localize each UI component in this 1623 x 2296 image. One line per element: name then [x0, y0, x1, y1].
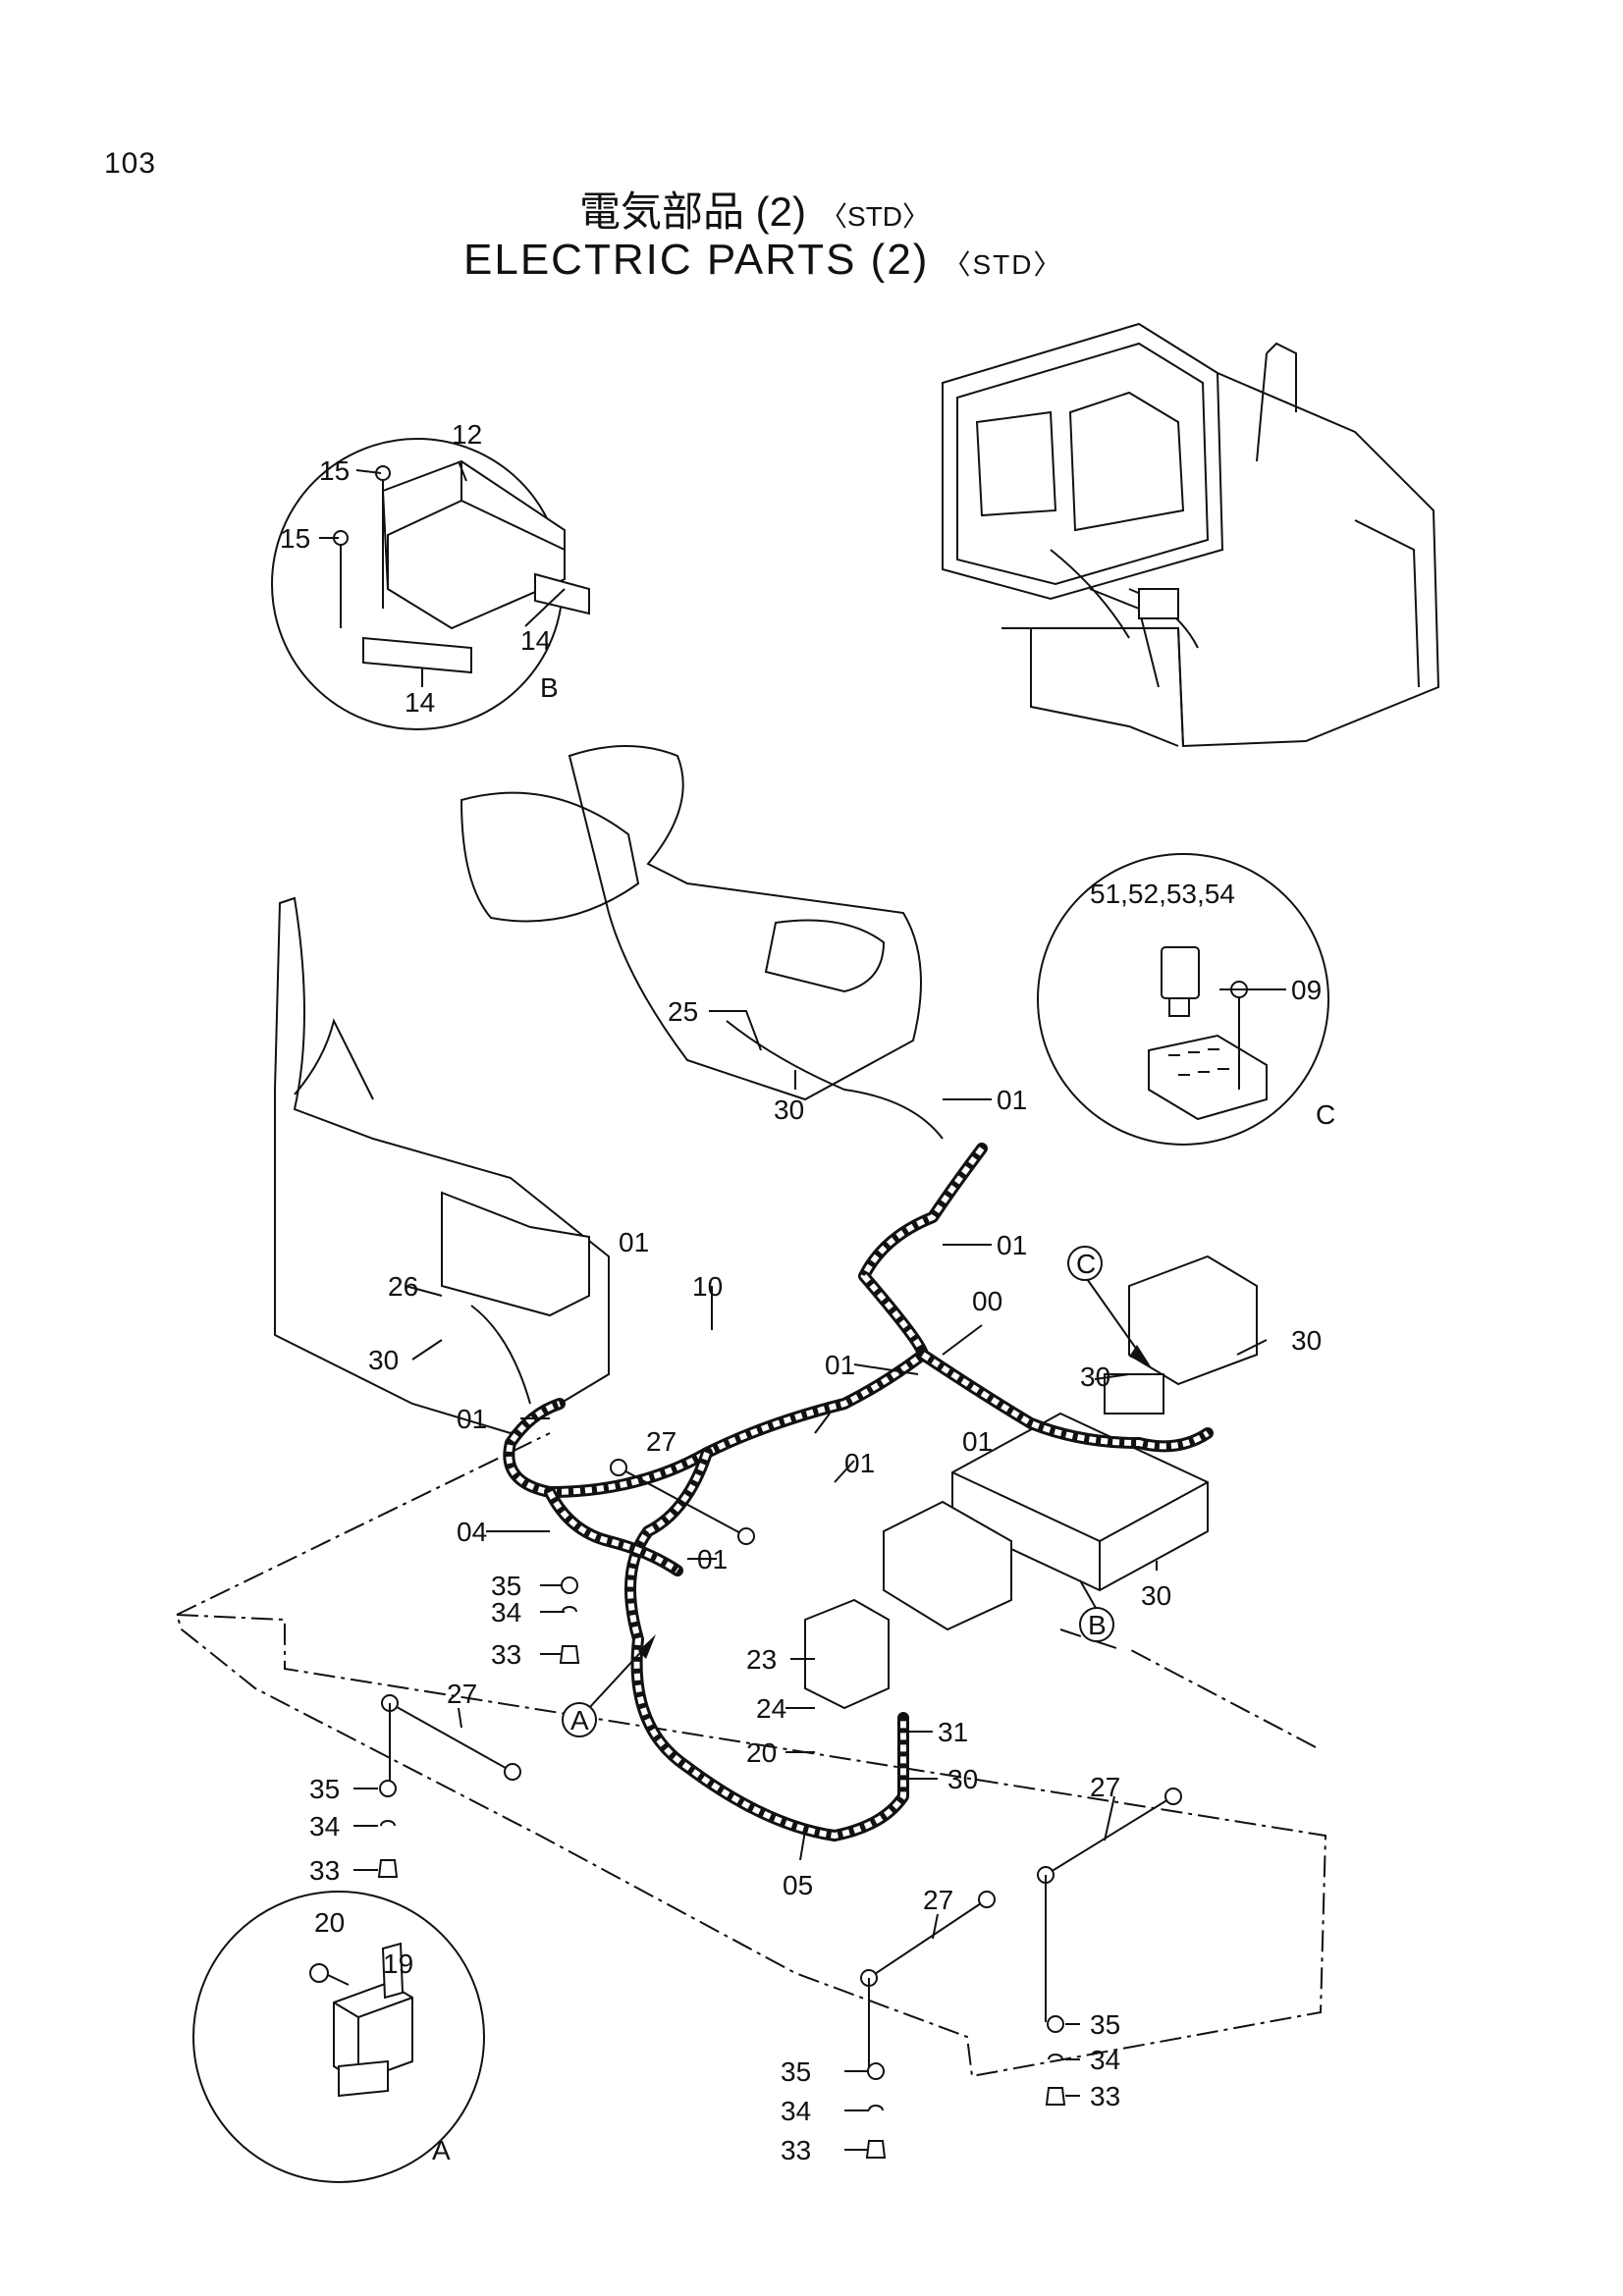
callout-35: 35	[491, 1571, 521, 1601]
controller-and-relays	[804, 1255, 1258, 1710]
callout-15: 15	[280, 523, 310, 554]
callout-05: 05	[783, 1870, 813, 1900]
callout-01: 01	[457, 1404, 487, 1434]
callout-30: 30	[947, 1764, 978, 1794]
callout-27: 27	[923, 1885, 953, 1915]
ground-straps	[381, 1459, 1182, 1987]
callout-19: 19	[383, 1949, 413, 1979]
wiring-harness	[470, 1020, 1214, 1842]
ref-marker-c-label: C	[1076, 1249, 1096, 1279]
callout-01: 01	[962, 1426, 993, 1457]
page-number: 103	[104, 147, 157, 180]
callout-labels: 15 12 15 14 14 B 51,52,53,54 09 C 25 30 …	[280, 419, 1335, 2165]
excavator-overview	[942, 322, 1440, 748]
ref-marker-c: C	[1067, 1246, 1151, 1366]
floor-plate-outline	[175, 1613, 1327, 2078]
callout-35: 35	[309, 1774, 340, 1804]
callout-34: 34	[781, 2096, 811, 2126]
detail-b-view	[271, 438, 590, 730]
callout-01: 01	[619, 1227, 649, 1257]
callout-30: 30	[1080, 1362, 1110, 1392]
callout-09: 09	[1291, 975, 1322, 1005]
callout-34: 34	[491, 1597, 521, 1628]
callout-27: 27	[1090, 1772, 1120, 1802]
callout-30: 30	[774, 1095, 804, 1125]
callout-34: 34	[1090, 2045, 1120, 2075]
callout-01: 01	[844, 1448, 875, 1478]
callout-b: B	[540, 672, 559, 703]
ref-marker-b: B	[1079, 1579, 1114, 1642]
callout-04: 04	[457, 1517, 487, 1547]
callout-27: 27	[447, 1679, 477, 1709]
callout-a: A	[432, 2135, 451, 2165]
callout-27: 27	[646, 1426, 676, 1457]
seat-and-consoles	[274, 745, 922, 1435]
callout-35: 35	[1090, 2009, 1120, 2040]
callout-30: 30	[1141, 1580, 1171, 1611]
callout-31: 31	[938, 1717, 968, 1747]
callout-51-54: 51,52,53,54	[1090, 879, 1235, 909]
callout-33: 33	[781, 2135, 811, 2165]
callout-26: 26	[388, 1271, 418, 1302]
callout-20: 20	[314, 1907, 345, 1938]
callout-33: 33	[1090, 2081, 1120, 2111]
ref-marker-b-label: B	[1088, 1610, 1107, 1640]
callout-34: 34	[309, 1811, 340, 1842]
callout-35: 35	[781, 2056, 811, 2087]
callout-14: 14	[520, 625, 551, 656]
title-japanese: 電気部品 (2) 〈STD〉	[579, 179, 930, 239]
callout-00: 00	[972, 1286, 1002, 1316]
callout-12: 12	[452, 419, 482, 450]
callout-14: 14	[405, 687, 435, 718]
callout-20: 20	[746, 1737, 777, 1768]
variant-tag-jp: 〈STD〉	[820, 201, 931, 232]
callout-24: 24	[756, 1693, 786, 1724]
detail-a-view	[192, 1891, 485, 2183]
callout-25: 25	[668, 996, 698, 1027]
callout-23: 23	[746, 1644, 777, 1675]
callout-01: 01	[697, 1544, 728, 1575]
title-jp-text: 電気部品 (2)	[579, 188, 807, 235]
callout-15: 15	[319, 455, 350, 486]
callout-01: 01	[825, 1350, 855, 1380]
variant-tag-en: 〈STD〉	[943, 249, 1063, 280]
ref-marker-a-label: A	[570, 1705, 589, 1735]
callout-c: C	[1316, 1099, 1335, 1130]
callout-10: 10	[692, 1271, 723, 1302]
leader-lines	[319, 460, 1286, 2151]
ref-marker-a: A	[562, 1634, 656, 1737]
callout-01: 01	[997, 1085, 1027, 1115]
title-english: ELECTRIC PARTS (2) 〈STD〉	[463, 236, 1062, 285]
callout-30: 30	[1291, 1325, 1322, 1356]
callout-33: 33	[491, 1639, 521, 1670]
callout-33: 33	[309, 1855, 340, 1886]
callout-01: 01	[997, 1230, 1027, 1260]
title-en-text: ELECTRIC PARTS (2)	[463, 236, 930, 284]
callout-30: 30	[368, 1345, 399, 1375]
fastener-stacks	[377, 1576, 1066, 2159]
